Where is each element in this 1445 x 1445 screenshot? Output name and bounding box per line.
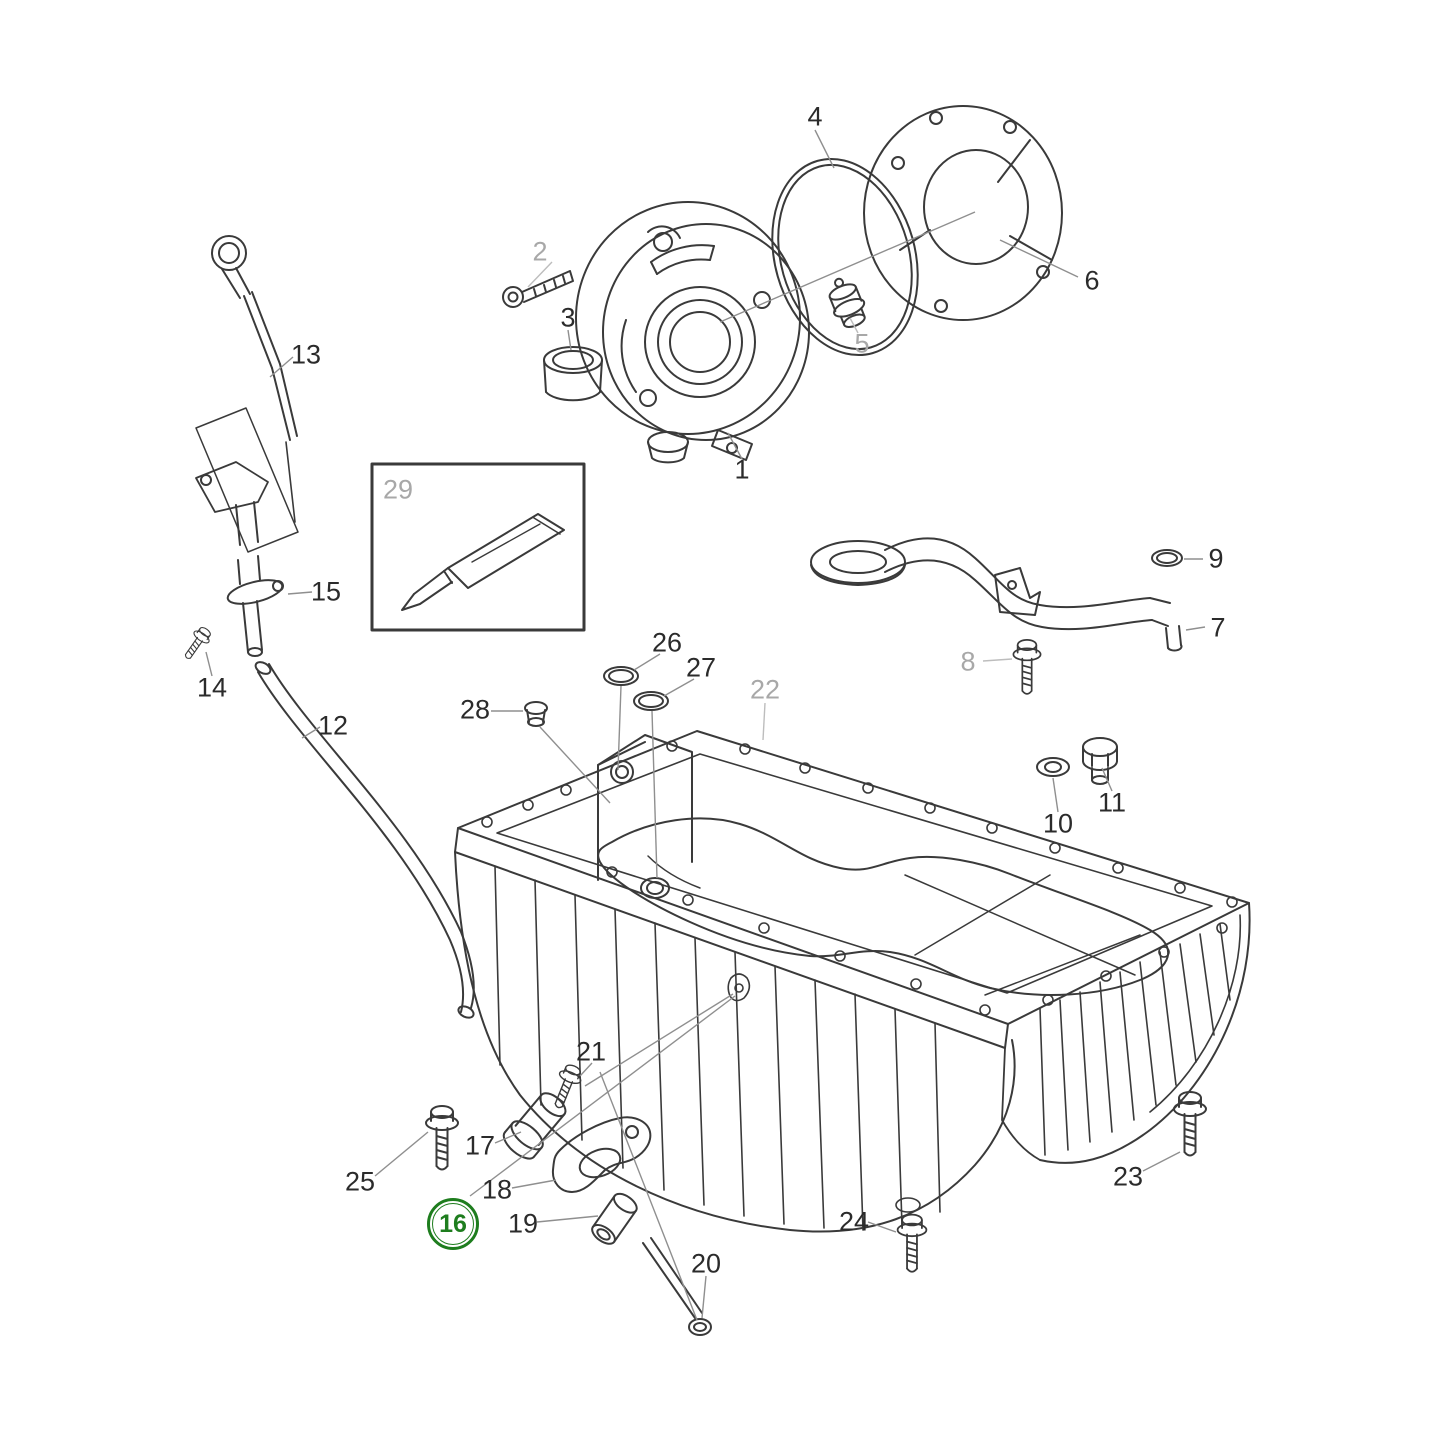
- part-label-23[interactable]: 23: [1112, 1161, 1144, 1192]
- part-number: 11: [1097, 787, 1127, 818]
- small-plug-drawing: [524, 701, 548, 727]
- part-label-5[interactable]: 5: [854, 328, 870, 359]
- part-label-15[interactable]: 15: [310, 576, 342, 607]
- oil-pump-drawing: [575, 201, 810, 464]
- part-number: 27: [685, 652, 717, 683]
- part-number: 9: [1208, 543, 1224, 574]
- part-label-26[interactable]: 26: [651, 627, 683, 658]
- pump-bolt-drawing: [502, 270, 574, 308]
- part-number: 17: [464, 1130, 496, 1161]
- dipstick-guide-drawing: [195, 461, 284, 657]
- part-number: 23: [1112, 1161, 1144, 1192]
- valve-plug-drawing: [828, 277, 866, 328]
- drain-plug-drawing: [1082, 737, 1118, 785]
- part-label-29[interactable]: 29: [382, 474, 414, 505]
- part-label-24[interactable]: 24: [838, 1206, 870, 1237]
- o-ring-small-drawing: [1151, 549, 1183, 567]
- part-number: 20: [690, 1248, 722, 1279]
- sensor-bracket-drawing: [551, 1116, 652, 1193]
- part-label-12[interactable]: 12: [317, 710, 349, 741]
- part-label-19[interactable]: 19: [507, 1208, 539, 1239]
- part-number: 16: [439, 1209, 467, 1238]
- part-label-8[interactable]: 8: [960, 646, 976, 677]
- pickup-pipe-drawing: [810, 537, 1183, 652]
- part-number: 3: [560, 302, 576, 333]
- part-number: 25: [344, 1166, 376, 1197]
- oil-pan-drawing: [454, 730, 1251, 1233]
- part-number: 22: [749, 674, 781, 705]
- part-number: 14: [196, 672, 228, 703]
- sensor-tube-drawing: [642, 1237, 712, 1336]
- part-label-1[interactable]: 1: [734, 454, 750, 485]
- part-number: 12: [317, 710, 349, 741]
- part-number: 15: [310, 576, 342, 607]
- part-label-18[interactable]: 18: [481, 1174, 513, 1205]
- part-label-11[interactable]: 11: [1097, 787, 1127, 818]
- sealant-callout-box: [370, 462, 586, 632]
- part-label-22[interactable]: 22: [749, 674, 781, 705]
- part-number: 10: [1042, 808, 1074, 839]
- part-label-3[interactable]: 3: [560, 302, 576, 333]
- part-label-28[interactable]: 28: [459, 694, 491, 725]
- part-label-13[interactable]: 13: [290, 339, 322, 370]
- part-label-10[interactable]: 10: [1042, 808, 1074, 839]
- part-number: 4: [807, 101, 823, 132]
- part-label-17[interactable]: 17: [464, 1130, 496, 1161]
- part-number: 29: [382, 474, 414, 505]
- part-number: 1: [734, 454, 750, 485]
- part-number: 28: [459, 694, 491, 725]
- part-label-27[interactable]: 27: [685, 652, 717, 683]
- part-label-7[interactable]: 7: [1210, 612, 1226, 643]
- o-ring-large-drawing: [771, 157, 919, 357]
- leader-lines: [205, 129, 1206, 1321]
- sensor-grommet-drawing: [591, 1192, 638, 1245]
- dipstick-tube-drawing: [254, 661, 475, 1019]
- part-number: 18: [481, 1174, 513, 1205]
- bushing-drawing: [543, 346, 603, 402]
- dipstick-drawing: [195, 235, 299, 553]
- part-label-9[interactable]: 9: [1208, 543, 1224, 574]
- part-number: 24: [838, 1206, 870, 1237]
- part-number: 19: [507, 1208, 539, 1239]
- part-label-14[interactable]: 14: [196, 672, 228, 703]
- part-number: 8: [960, 646, 976, 677]
- part-number: 13: [290, 339, 322, 370]
- part-number: 21: [575, 1036, 607, 1067]
- part-label-20[interactable]: 20: [690, 1248, 722, 1279]
- part-label-25[interactable]: 25: [344, 1166, 376, 1197]
- part-number: 2: [532, 236, 548, 267]
- part-number: 6: [1084, 265, 1100, 296]
- washer-drawing: [1036, 757, 1070, 777]
- part-label-16[interactable]: 16: [427, 1198, 479, 1250]
- part-number: 26: [651, 627, 683, 658]
- part-label-6[interactable]: 6: [1084, 265, 1100, 296]
- muted-leader-lines: [527, 261, 1013, 741]
- part-number: 5: [854, 328, 870, 359]
- part-label-2[interactable]: 2: [532, 236, 548, 267]
- part-label-21[interactable]: 21: [575, 1036, 607, 1067]
- pan-o-rings-drawing: [603, 666, 669, 711]
- part-number: 7: [1210, 612, 1226, 643]
- part-label-4[interactable]: 4: [807, 101, 823, 132]
